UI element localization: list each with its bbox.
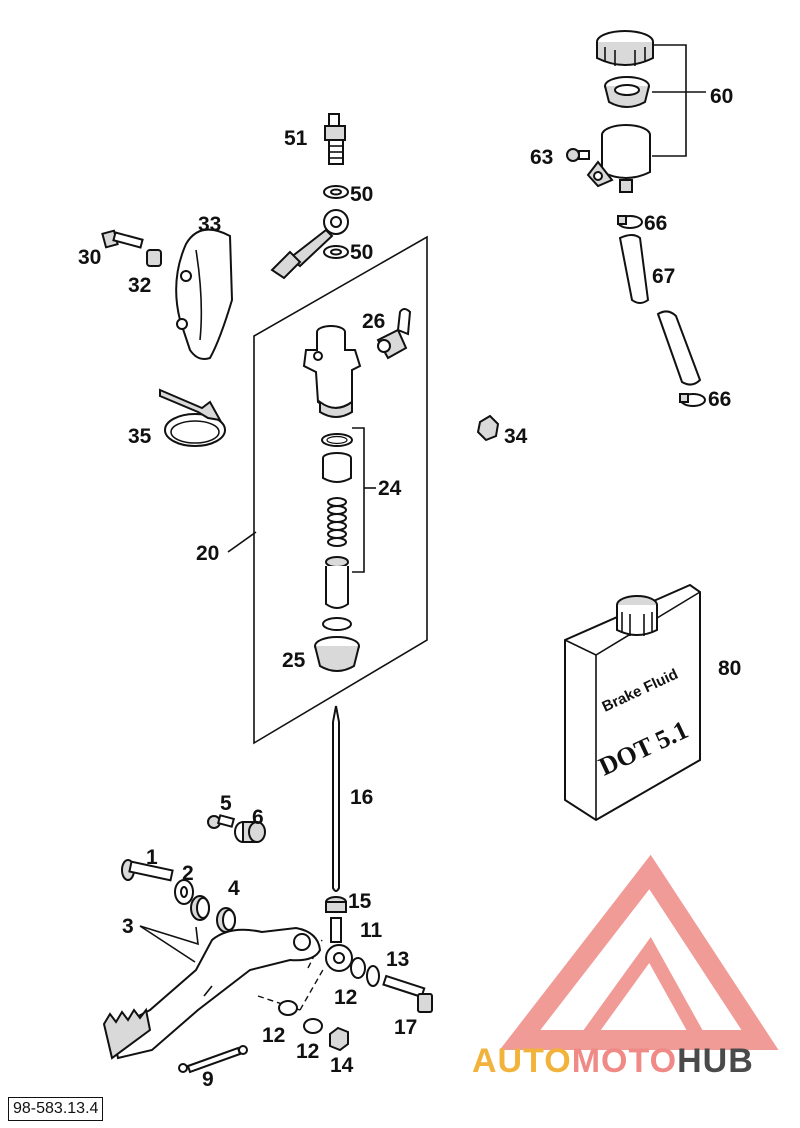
callout-9: 9	[202, 1068, 214, 1091]
reservoir-cap	[596, 30, 654, 66]
reservoir-diaphragm	[604, 76, 650, 108]
brake-pedal	[102, 926, 322, 1060]
callout-51: 51	[284, 127, 308, 150]
callout-32: 32	[128, 274, 151, 297]
callout-30: 30	[78, 246, 101, 269]
brand-part-auto: AUTO	[472, 1042, 572, 1080]
callout-12-right: 12	[334, 986, 357, 1009]
callout-26: 26	[362, 310, 385, 333]
sealing-washer-lower	[323, 245, 349, 259]
pivot-bearing-1	[190, 895, 210, 921]
callout-50-lower: 50	[350, 241, 373, 264]
spring-washer-2	[303, 1018, 323, 1034]
callout-66-upper: 66	[644, 212, 667, 235]
callout-12-bottom: 12	[296, 1040, 319, 1063]
callout-17: 17	[394, 1016, 417, 1039]
master-cylinder-guard	[175, 228, 234, 360]
dust-boot	[314, 636, 360, 672]
pivot-washer	[174, 879, 194, 905]
reservoir-bracket	[652, 44, 687, 157]
reservoir-body	[586, 124, 651, 193]
hose-clamp-lower	[679, 393, 706, 407]
callout-1: 1	[146, 846, 158, 869]
callout-66-lower: 66	[708, 388, 731, 411]
guard-bolt	[101, 229, 144, 249]
master-cylinder-body	[302, 325, 362, 418]
brand-part-moto: MOTO	[571, 1042, 678, 1080]
piston-sleeve	[322, 452, 352, 483]
circlip	[322, 617, 352, 631]
reservoir-hose	[618, 234, 702, 386]
callout-4: 4	[228, 877, 240, 900]
callout-25: 25	[282, 649, 306, 672]
brake-fluid-bottle: Brake Fluid DOT 5.1	[564, 583, 701, 822]
document-id: 98-583.13.4	[8, 1097, 104, 1121]
hose-clamp-upper	[617, 215, 643, 229]
guard-nut	[146, 249, 162, 267]
callout-63: 63	[530, 146, 553, 169]
assembly-frame	[253, 235, 428, 745]
push-rod-clevis	[325, 917, 353, 972]
callout-5: 5	[220, 792, 232, 815]
push-rod	[332, 705, 340, 892]
callout-6: 6	[252, 806, 264, 829]
callout-13: 13	[386, 948, 409, 971]
return-spring	[178, 1045, 248, 1074]
callout-50-upper: 50	[350, 183, 373, 206]
clevis-washer-2	[350, 957, 366, 979]
callout-3: 3	[122, 915, 134, 938]
callout-33: 33	[198, 213, 221, 236]
callout-80: 80	[718, 657, 741, 680]
brake-line-banjo	[270, 209, 349, 280]
reservoir-screw	[566, 148, 590, 162]
watermark-brand: AUTOMOTOHUB	[472, 1042, 754, 1081]
pedal-stop-bushing	[234, 821, 266, 843]
callout-12-left: 12	[262, 1024, 285, 1047]
callout-11: 11	[360, 919, 383, 942]
clevis-bolt	[382, 974, 433, 1013]
cable-tie	[159, 388, 226, 447]
seal-kit-bracket	[352, 427, 365, 573]
small-nut	[476, 414, 500, 442]
brand-part-hub: HUB	[677, 1042, 754, 1080]
callout-34: 34	[504, 425, 528, 448]
push-rod-nut	[325, 896, 347, 913]
clevis-washer	[366, 965, 380, 987]
spring-nut	[329, 1026, 349, 1052]
callout-16: 16	[350, 786, 373, 809]
watermark-logo-triangle	[499, 854, 779, 1050]
piston	[325, 556, 349, 609]
piston-spring	[327, 497, 347, 547]
piston-seal-ring	[321, 433, 353, 447]
callout-60: 60	[710, 85, 733, 108]
callout-2: 2	[182, 862, 194, 885]
callout-20: 20	[196, 542, 219, 565]
pedal-stop-screw	[207, 814, 236, 829]
callout-15: 15	[348, 890, 372, 913]
elbow-fitting	[376, 308, 412, 360]
sealing-washer-upper	[323, 185, 349, 199]
callout-14: 14	[330, 1054, 354, 1077]
brake-light-switch	[324, 113, 346, 165]
callout-35: 35	[128, 425, 152, 448]
callout-24: 24	[378, 477, 402, 500]
spring-washer-1	[278, 1000, 298, 1016]
callout-67: 67	[652, 265, 675, 288]
pivot-bearing-2	[216, 907, 236, 933]
pedal-pivot-bolt	[121, 859, 174, 882]
